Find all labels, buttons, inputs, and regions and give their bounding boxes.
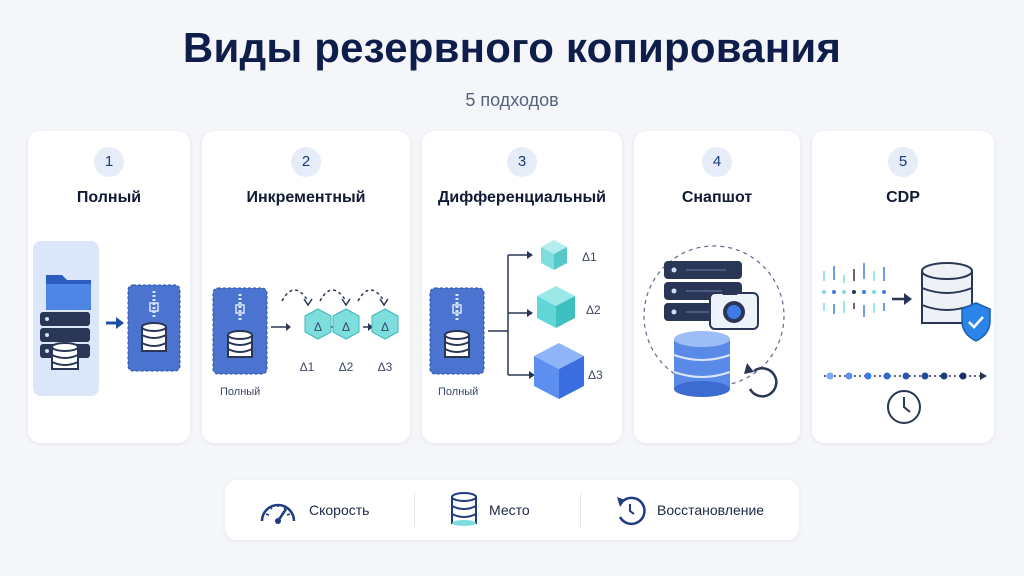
timeline-icon <box>824 372 987 380</box>
card-full: 1 Полный <box>28 131 190 443</box>
shield-icon <box>961 302 991 342</box>
step-number: 2 <box>291 147 321 177</box>
step-number: 4 <box>702 147 732 177</box>
legend-item-restore: Восстановление <box>613 480 764 540</box>
svg-text:Δ: Δ <box>314 320 322 334</box>
delta-cube-3 <box>534 343 584 399</box>
base-label: Полный <box>438 386 478 398</box>
card-snapshot: 4 Снапшот <box>634 131 800 443</box>
folder-icon <box>46 275 91 310</box>
card-title: Снапшот <box>681 189 753 206</box>
incremental-illustration: Полный Δ Δ Δ Δ1 Δ2 Δ3 <box>212 287 399 398</box>
legend-label: Место <box>489 502 530 518</box>
delta-label: Δ3 <box>588 368 603 382</box>
snapshot-illustration <box>643 245 785 398</box>
cdp-illustration <box>822 262 991 424</box>
archive-icon <box>212 287 268 375</box>
database-icon <box>673 331 731 397</box>
legend-divider <box>414 493 415 527</box>
page-subtitle: 5 подходов <box>465 90 559 110</box>
full-backup-illustration <box>33 241 181 396</box>
legend-bar: Скорость Место Восстановление <box>225 480 799 540</box>
legend-label: Восстановление <box>657 502 765 518</box>
archive-icon <box>127 284 181 372</box>
svg-text:Δ: Δ <box>381 320 389 334</box>
delta-label: Δ2 <box>586 303 601 317</box>
card-differential: 3 Дифференциальный Полный <box>422 131 622 443</box>
restore-icon <box>617 496 646 526</box>
legend-divider <box>580 493 581 527</box>
legend-item-speed: Скорость <box>257 480 369 540</box>
legend-label: Скорость <box>309 502 370 518</box>
card-cdp: 5 CDP <box>812 131 994 443</box>
database-icon <box>451 492 477 526</box>
delta-cube-1 <box>541 240 567 270</box>
step-number: 1 <box>94 147 124 177</box>
page-title: Виды резервного копирования <box>182 24 842 71</box>
legend-item-space: Место <box>449 480 530 540</box>
speedometer-icon <box>260 503 296 524</box>
step-number: 3 <box>507 147 537 177</box>
svg-text:Δ: Δ <box>342 320 350 334</box>
differential-illustration: Полный Δ1 Δ2 Δ3 <box>429 240 603 399</box>
delta-label: Δ1 <box>300 360 315 374</box>
step-number: 5 <box>888 147 918 177</box>
base-label: Полный <box>220 386 260 398</box>
delta-label: Δ2 <box>339 360 354 374</box>
card-title: Инкрементный <box>246 189 366 206</box>
restore-icon <box>744 363 778 398</box>
card-title: Дифференциальный <box>438 189 606 206</box>
database-icon <box>51 342 79 370</box>
delta-label: Δ1 <box>582 250 597 264</box>
database-icon <box>921 262 973 324</box>
delta-cube-1: Δ <box>304 308 332 340</box>
archive-icon <box>429 287 485 375</box>
camera-icon <box>709 287 759 330</box>
card-title: CDP <box>886 189 920 206</box>
delta-cube-2 <box>537 286 575 328</box>
card-incremental: 2 Инкрементный Полный Δ Δ <box>202 131 410 443</box>
clock-icon <box>887 390 921 424</box>
card-title: Полный <box>76 189 142 206</box>
data-stream-icon <box>823 263 885 317</box>
delta-label: Δ3 <box>378 360 393 374</box>
delta-cube-2: Δ <box>332 308 360 340</box>
delta-cube-3: Δ <box>371 308 399 340</box>
